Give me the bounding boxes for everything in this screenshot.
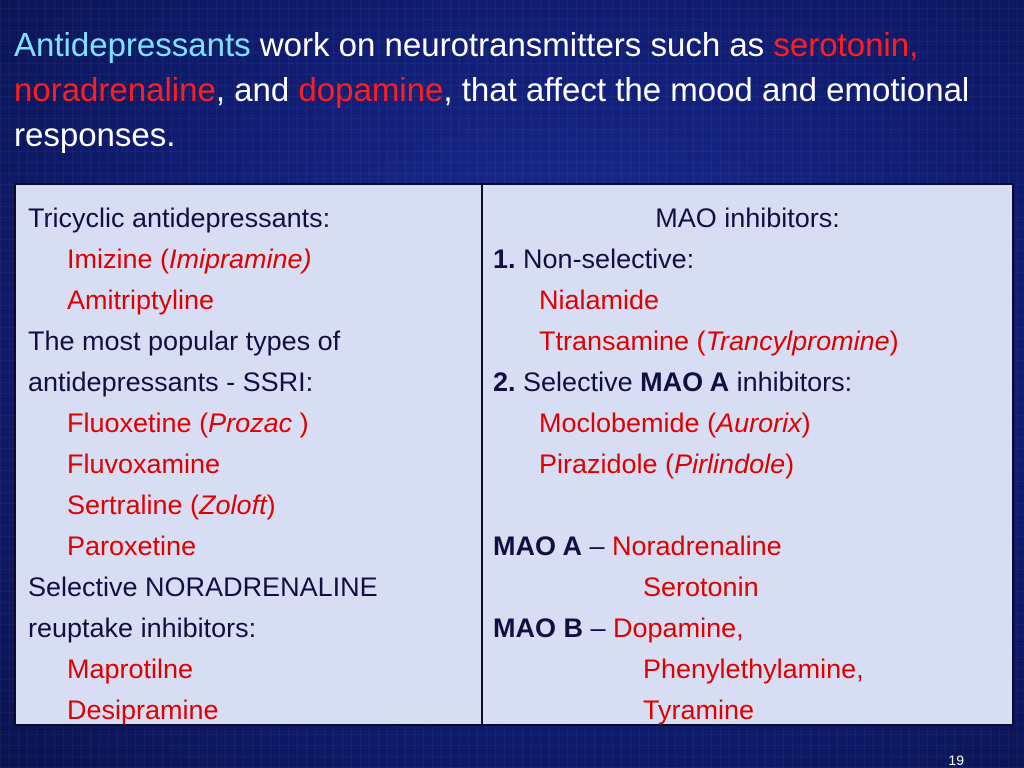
non-selective-text: Non-selective: [515,244,695,274]
spacer [493,485,1012,526]
mao-a-noradrenaline: Noradrenaline [612,531,782,561]
trancylpromine-name: Trancylpromine [705,326,890,356]
snri-heading-line-2: reuptake inhibitors: [28,613,257,643]
title-antidepressants: Antidepressants [14,26,251,63]
ssri-heading-line-1: The most popular types of [28,326,341,356]
drug-fluvoxamine: Fluvoxamine [67,449,221,479]
drug-ttransamine: Ttransamine (Trancylpromine) [493,321,1012,362]
non-selective-heading: 1. Non-selective: [493,239,1012,280]
mao-heading: MAO inhibitors: [655,203,840,233]
prozac-name: Prozac [208,408,293,438]
mao-b-label: MAO B [493,613,583,643]
non-selective-number: 1. [493,244,516,274]
selective-text-2: inhibitors: [729,367,853,397]
imipramine-name: Imipramine) [169,244,312,274]
slide-title: Antidepressants work on neurotransmitter… [14,22,1014,157]
zoloft-name: Zoloft [199,490,267,520]
selective-number: 2. [493,367,516,397]
mao-b-tyramine: Tyramine [643,695,755,725]
title-dopamine: dopamine [298,71,444,108]
left-column: Tricyclic antidepressants: Imizine (Imip… [16,185,483,725]
mao-a-label: MAO A [493,531,582,561]
title-text-2: , and [215,71,299,108]
mao-b-dopamine: Dopamine, [613,613,744,643]
fluoxetine-close: ) [292,408,309,438]
drug-imizine: Imizine (Imipramine) [28,239,481,280]
selective-mao-a: MAO A [640,367,730,397]
sertraline-name: Sertraline ( [67,490,200,520]
pirazidole-close: ) [785,449,795,479]
right-column: MAO inhibitors: 1. Non-selective: Nialam… [483,185,1012,725]
drug-nialamide: Nialamide [539,285,660,315]
tricyclic-heading: Tricyclic antidepressants: [28,203,331,233]
aurorix-name: Aurorix [716,408,802,438]
mao-a-dash: – [582,531,613,561]
ssri-heading-line-2: antidepressants - SSRI: [28,367,314,397]
page-number: 19 [948,752,964,768]
drug-maprotilne: Maprotilne [67,654,194,684]
title-text-1: work on neurotransmitters such as [250,26,774,63]
drug-desipramine: Desipramine [67,695,219,725]
drug-paroxetine: Paroxetine [67,531,197,561]
ttransamine-close: ) [889,326,899,356]
drug-fluoxetine: Fluoxetine (Prozac ) [28,403,481,444]
fluoxetine-name: Fluoxetine ( [67,408,209,438]
ttransamine-name: Ttransamine ( [539,326,706,356]
title-text-3: , that affect the mood and emotional res… [14,71,970,153]
selective-heading: 2. Selective MAO A inhibitors: [493,362,1012,403]
mao-a-serotonin: Serotonin [643,572,759,602]
selective-text-1: Selective [515,367,641,397]
pirazidole-name: Pirazidole ( [539,449,675,479]
imizine-name: Imizine ( [67,244,170,274]
drug-table: Tricyclic antidepressants: Imizine (Imip… [14,183,1014,726]
mao-b-dash: – [583,613,614,643]
title-serotonin-noradrenaline: serotonin, noradrenaline [14,26,919,108]
moclobemide-close: ) [801,408,811,438]
sertraline-close: ) [266,490,276,520]
snri-heading-line-1: Selective NORADRENALINE [28,572,378,602]
drug-sertraline: Sertraline (Zoloft) [28,485,481,526]
moclobemide-name: Moclobemide ( [539,408,717,438]
drug-amitriptyline: Amitriptyline [67,285,215,315]
mao-a-row: MAO A – Noradrenaline [493,526,1012,567]
pirlindole-name: Pirlindole [674,449,786,479]
mao-b-row: MAO B – Dopamine, [493,608,1012,649]
drug-moclobemide: Moclobemide (Aurorix) [493,403,1012,444]
mao-b-phenylethylamine: Phenylethylamine, [643,654,864,684]
drug-pirazidole: Pirazidole (Pirlindole) [493,444,1012,485]
